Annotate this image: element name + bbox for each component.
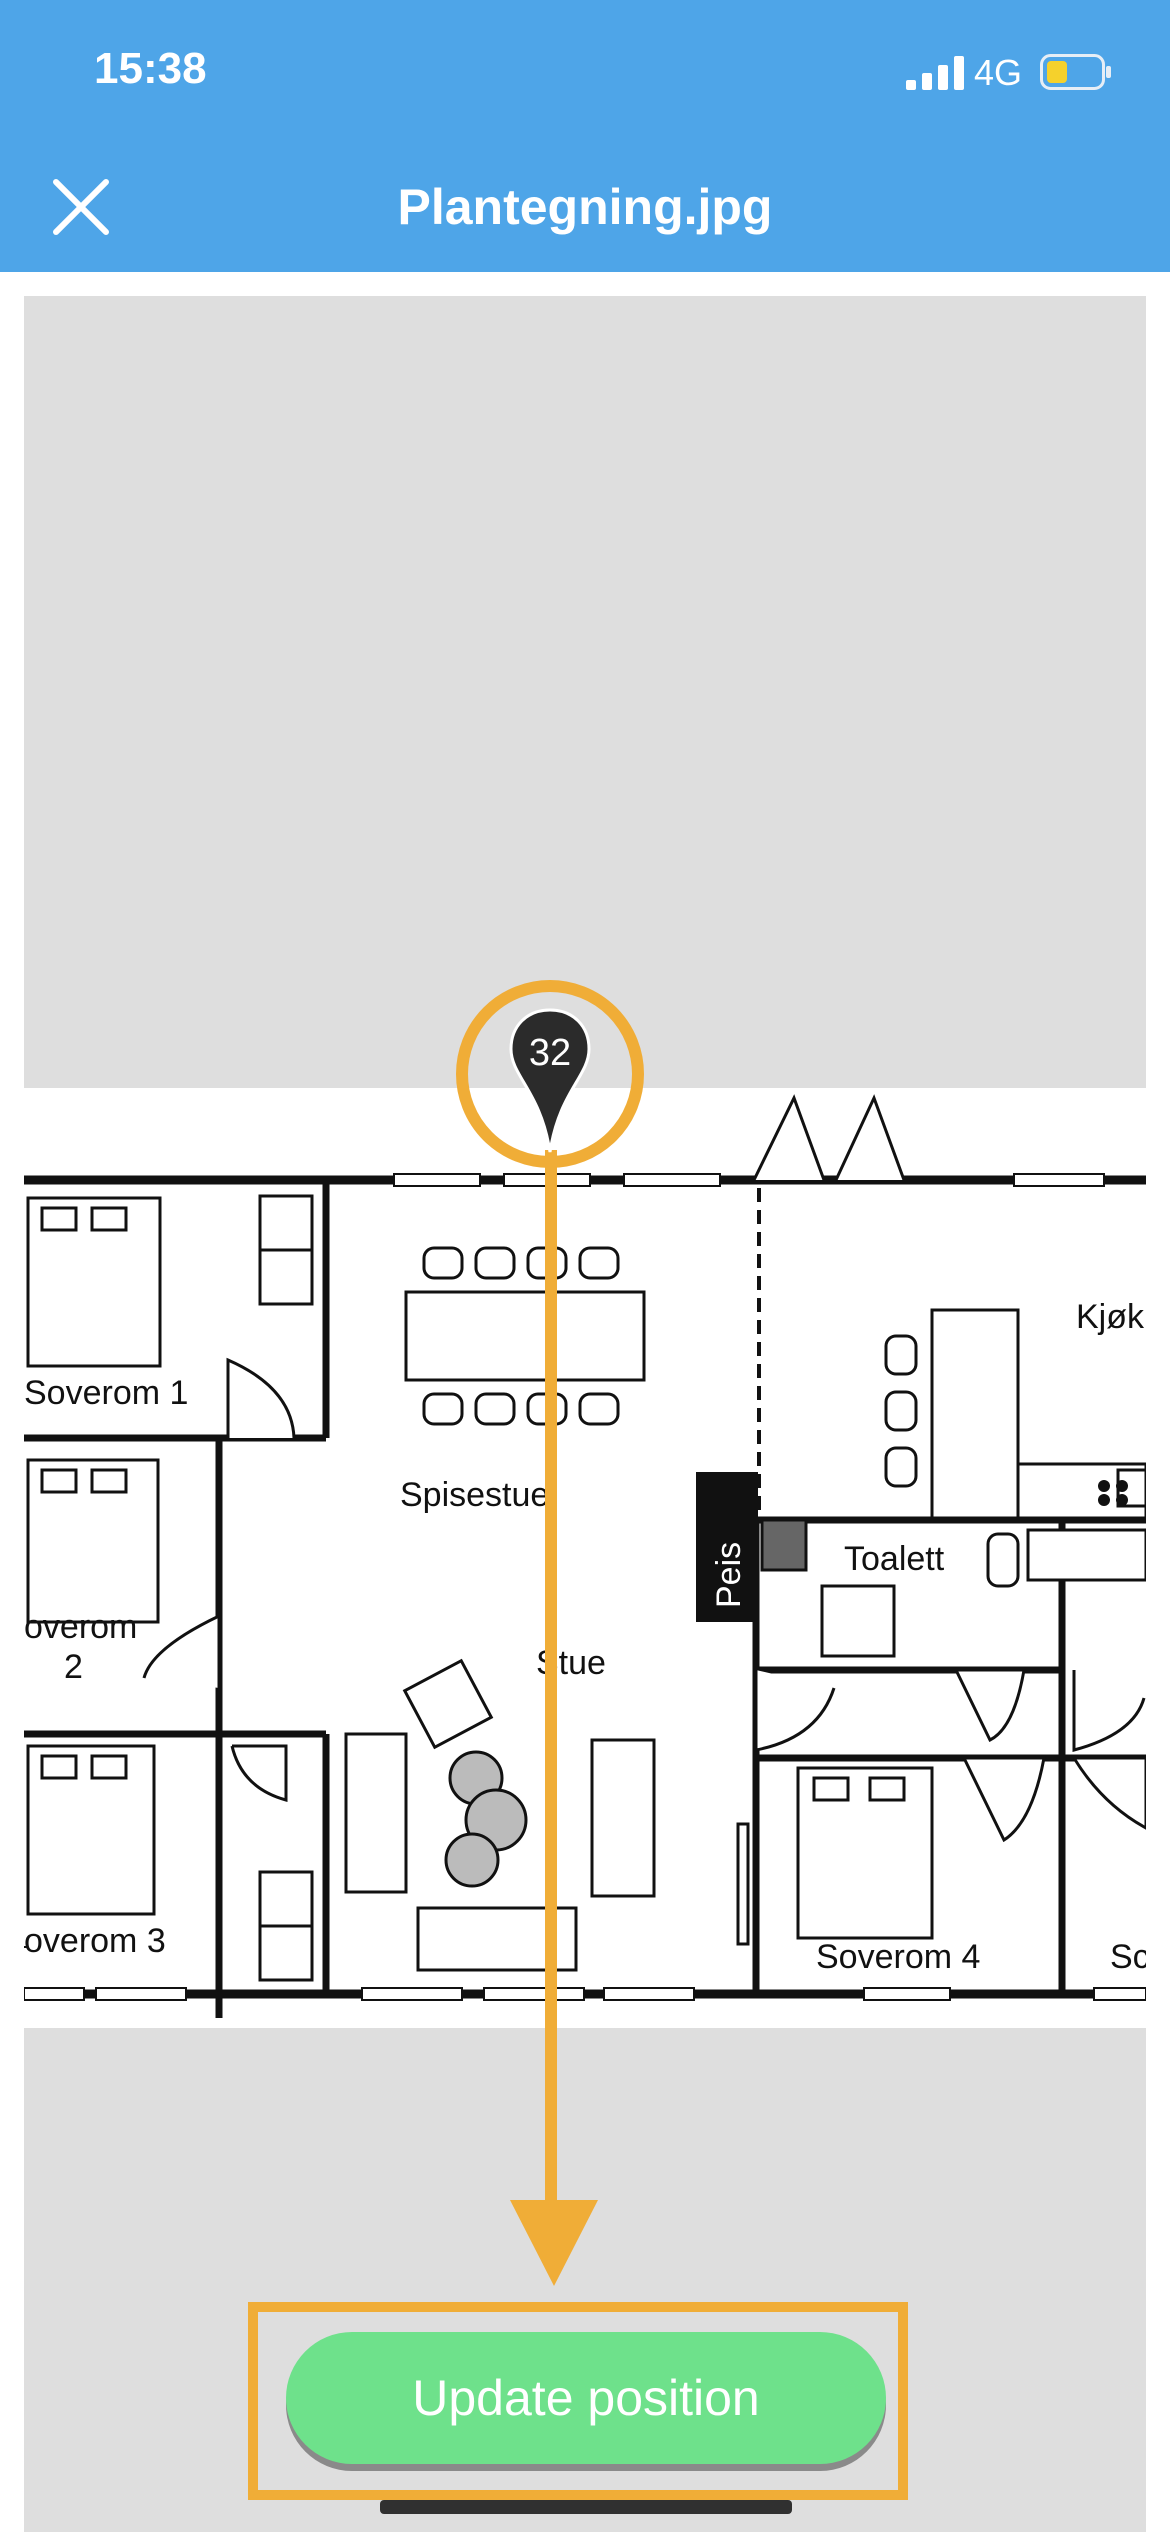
pin-marker-icon [509,1008,591,1153]
page-title: Plantegning.jpg [397,179,773,235]
image-viewer[interactable]: Soverom 1 overom 2 overom 3 Spisestue St… [24,296,1146,2532]
room-label-partial: Sc [1110,1938,1146,1976]
home-indicator [380,2500,792,2514]
floorplan-image[interactable]: Soverom 1 overom 2 overom 3 Spisestue St… [24,1088,1146,2028]
room-label-soverom-2: overom [24,1608,137,1646]
app-header: 15:38 4G Plantegning.jpg [0,0,1170,272]
battery-icon [1040,54,1111,90]
pin-number: 32 [528,1032,572,1074]
room-label-toalett: Toalett [844,1540,945,1578]
room-label-soverom-3: overom 3 [24,1922,166,1960]
room-label-soverom-2-number: 2 [64,1648,83,1686]
room-label-peis: Peis [710,1542,748,1608]
room-label-soverom-1: Soverom 1 [24,1374,188,1412]
status-time: 15:38 [94,44,207,93]
update-position-button[interactable]: Update position [286,2332,886,2464]
room-label-kjokken: Kjøk [1076,1298,1145,1336]
room-label-spisestue: Spisestue [400,1476,549,1514]
signal-icon [906,56,964,90]
room-label-soverom-4: Soverom 4 [816,1938,980,1976]
button-highlight-annotation [248,2302,908,2500]
close-icon[interactable] [50,176,112,238]
network-type: 4G [974,52,1023,93]
location-pin[interactable]: 32 [507,1006,593,1156]
